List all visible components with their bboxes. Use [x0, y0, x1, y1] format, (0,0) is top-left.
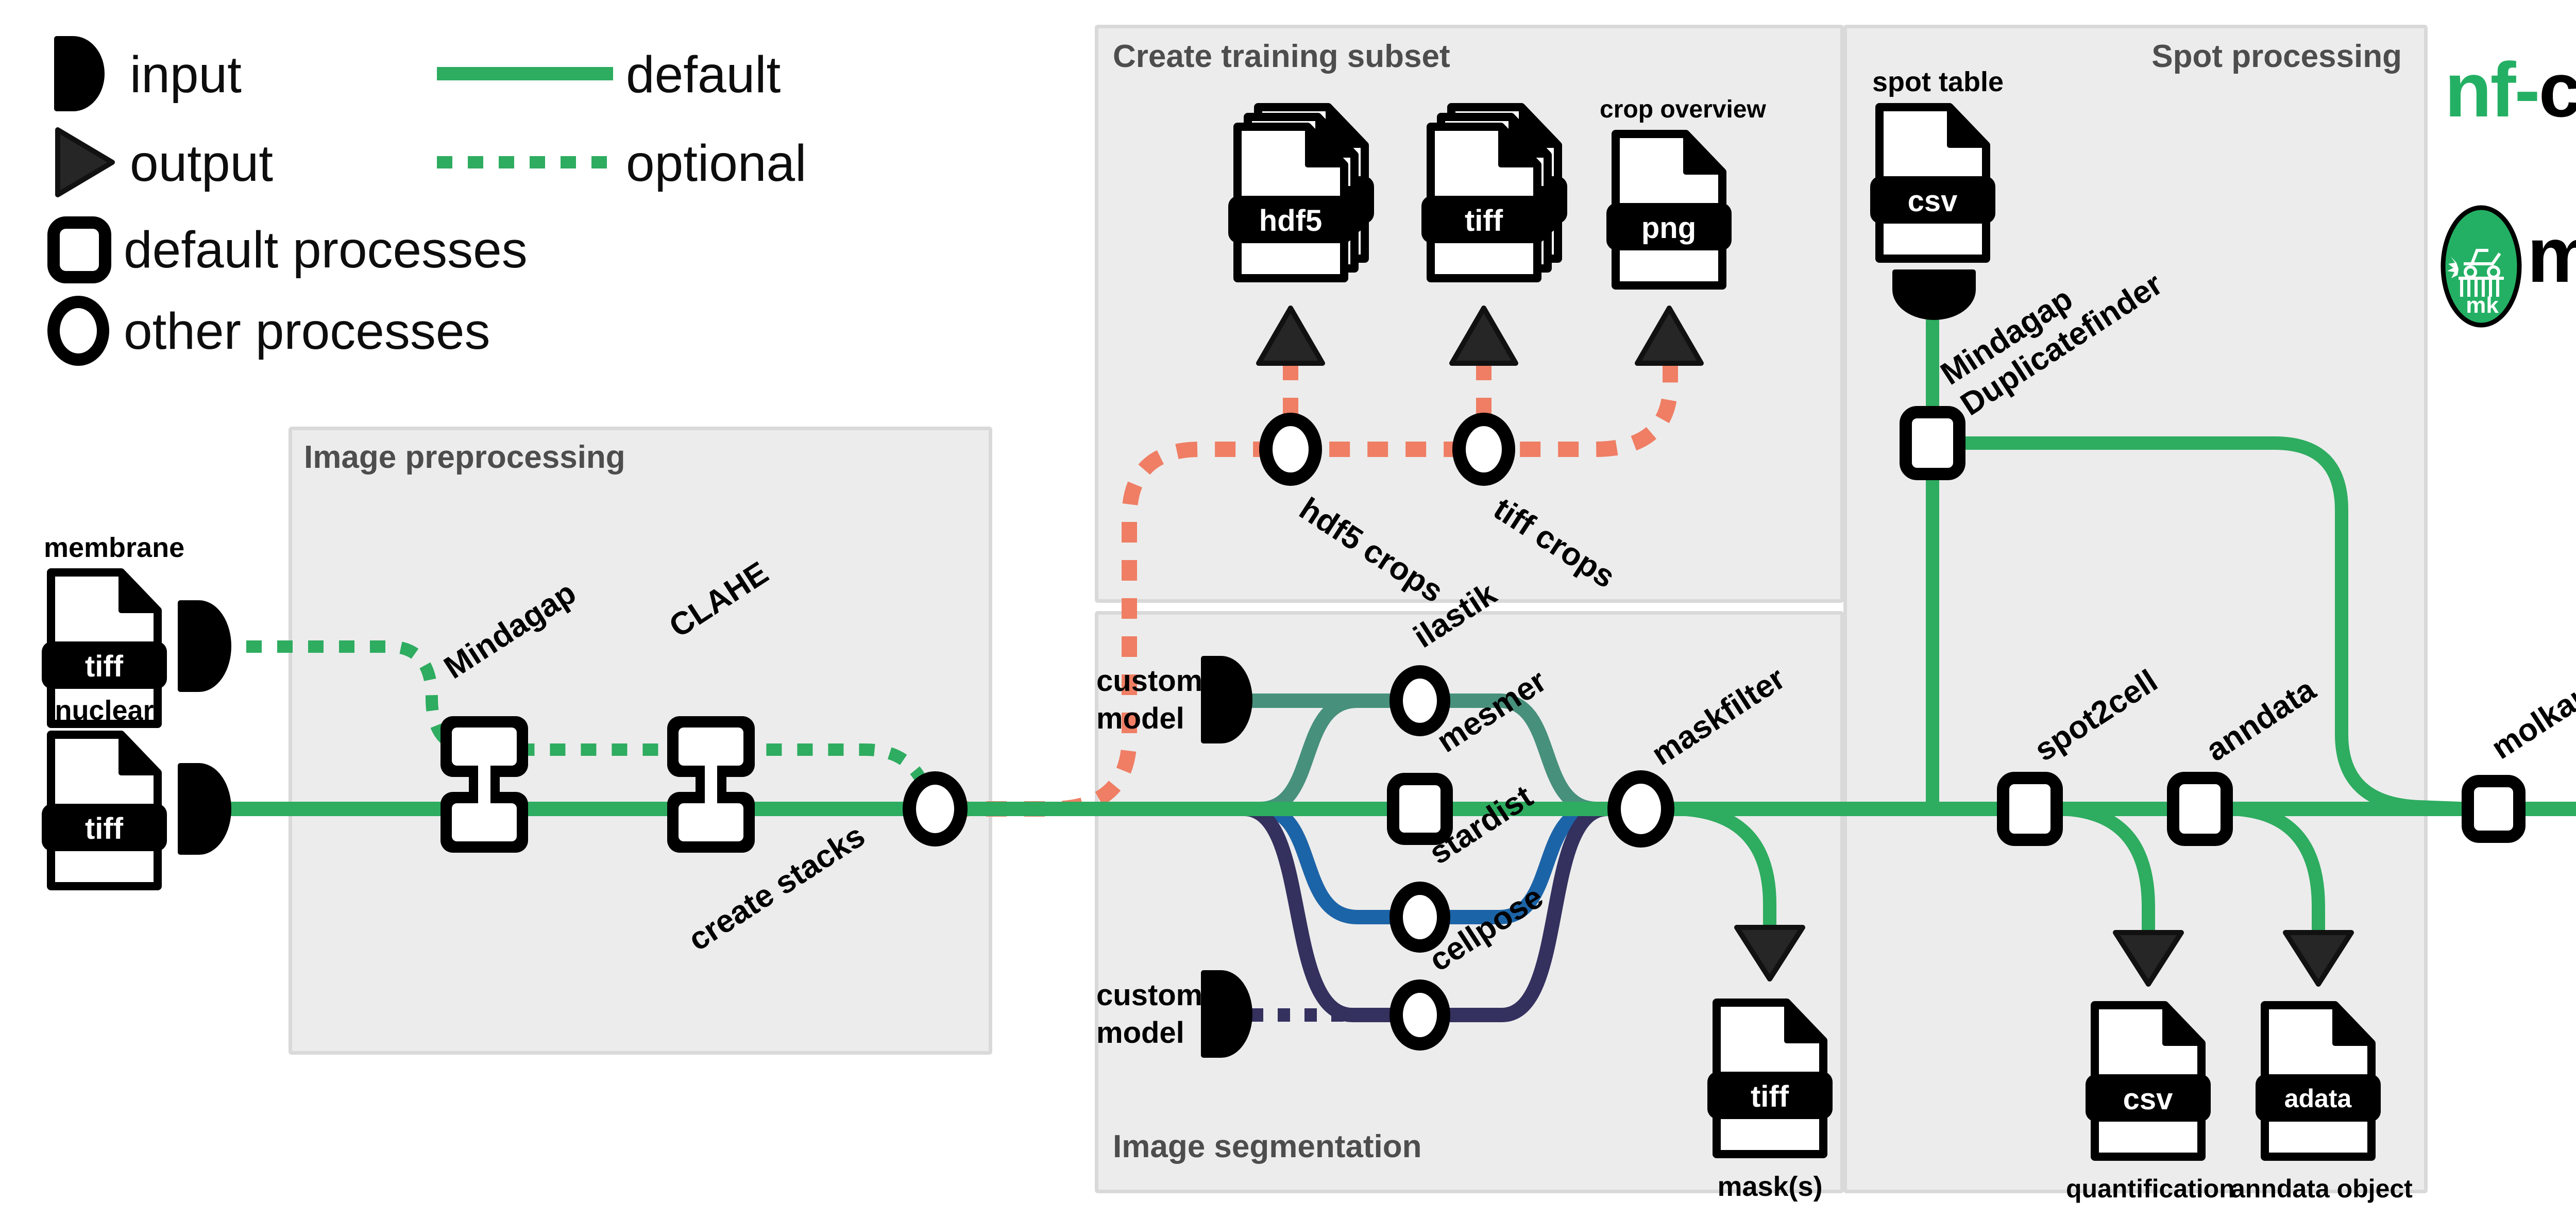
molkartqc-node: [2462, 775, 2526, 843]
membrane-optional-connector: [215, 640, 936, 801]
anndata-output-arrow-icon: [2283, 930, 2354, 987]
create-stacks-node: [903, 771, 968, 847]
quantification-output-arrow-icon: [2113, 930, 2184, 987]
membrane-label: membrane: [44, 532, 185, 563]
anndata-file-icon: adata: [2256, 1001, 2381, 1161]
legend-other-process-icon: [47, 296, 109, 366]
spot2cell-output-connector: [2055, 802, 2155, 931]
spot2cell-node: [1997, 772, 2063, 846]
segmentation-title: Image segmentation: [1113, 1129, 1422, 1164]
molkart-badge-icon: [2441, 205, 2522, 328]
hdf5-crops-node: [1259, 413, 1322, 486]
nuclear-file-icon: tiff: [42, 731, 167, 890]
legend-input-icon: [54, 36, 105, 111]
logo-badge-text: mk: [2466, 293, 2499, 318]
custom-model-top-input-icon: [1201, 656, 1252, 743]
spot-table-label: spot table: [1872, 66, 2004, 97]
mesmer-node: [1387, 773, 1453, 845]
clahe-node: [667, 716, 755, 853]
mask-output-arrow-icon: [1734, 925, 1805, 982]
hdf5-file-label: hdf5: [1259, 204, 1322, 238]
anndata-object-label: anndata object: [2231, 1174, 2413, 1203]
duplicatefinder-node: [1900, 406, 1965, 480]
logo-core: core/: [2538, 46, 2576, 133]
legend-output-label: output: [130, 134, 274, 192]
mask-file-icon: tiff: [1707, 999, 1833, 1158]
stardist-node: [1389, 882, 1450, 953]
anndata-file-label: adata: [2284, 1084, 2352, 1113]
preprocessing-title: Image preprocessing: [304, 439, 625, 475]
membrane-input-icon: [178, 600, 231, 692]
spot-table-file-label: csv: [1908, 184, 1958, 218]
custom-model-top-label: custom model: [1096, 664, 1203, 735]
cellpose-branch-up: [1501, 802, 1608, 1022]
ilastik-node: [1389, 665, 1450, 736]
tiff-crops-file-icon: tiff: [1421, 103, 1567, 282]
logo-nf-prefix: nf-: [2445, 46, 2540, 133]
nuclear-input-icon: [178, 763, 231, 855]
duplicatefinder-right-connector: [1958, 436, 2473, 816]
segmentation-connectors: [1243, 693, 1608, 1022]
preprocessing-box: [289, 427, 992, 1055]
mask-file-label: tiff: [1751, 1080, 1789, 1113]
legend-output-icon: [55, 127, 115, 197]
membrane-file-icon: tiff: [42, 568, 167, 728]
quantification-label: quantification: [2066, 1174, 2235, 1203]
default-connectors: [214, 67, 2576, 931]
nuclear-label: nuclear: [55, 695, 154, 726]
create-stacks-to-crops-connector: [948, 363, 1678, 817]
tiff-crops-node: [1452, 413, 1515, 486]
legend-default-label: default: [626, 46, 781, 104]
custom-model-bottom-label: custom model: [1096, 978, 1203, 1050]
tiff-crops-file-label: tiff: [1465, 204, 1503, 238]
tiff-output-arrow-icon: [1449, 306, 1518, 366]
png-file-label: png: [1641, 211, 1696, 245]
cellpose-branch-down: [1243, 802, 1353, 1022]
spot-table-input-icon: [1892, 269, 1976, 320]
spot-table-file-icon: csv: [1870, 103, 1995, 263]
cellpose-node: [1389, 979, 1450, 1051]
quantification-file-icon: csv: [2086, 1001, 2211, 1161]
legend-other-processes-label: other processes: [124, 302, 490, 360]
png-file-icon: png: [1606, 130, 1732, 290]
anndata-output-connector: [2225, 802, 2325, 931]
maskfilter-node: [1607, 770, 1674, 848]
legend-default-process-icon: [47, 216, 111, 283]
mindagap-node: [440, 716, 528, 853]
logo-nfcore: nf-core/: [2445, 45, 2576, 134]
ilastik-branch-up: [1259, 693, 1358, 816]
logo-molkart: molkart: [2527, 211, 2576, 299]
mask-label: mask(s): [1717, 1171, 1823, 1202]
legend-input-label: input: [130, 46, 242, 104]
hdf5-output-arrow-icon: [1256, 306, 1325, 366]
maskfilter-output-connector: [1671, 802, 1776, 926]
anndata-node: [2167, 772, 2233, 846]
training-title: Create training subset: [1113, 39, 1450, 74]
nuclear-file-label: tiff: [85, 812, 124, 845]
training-connectors: [948, 362, 1678, 817]
legend-default-processes-label: default processes: [124, 221, 528, 279]
legend-optional-label: optional: [626, 134, 807, 192]
custom-model-bottom-input-icon: [1201, 970, 1252, 1058]
quantification-file-label: csv: [2123, 1082, 2173, 1116]
spot-title: Spot processing: [2151, 39, 2402, 74]
membrane-file-label: tiff: [85, 650, 124, 683]
crop-overview-label: crop overview: [1600, 96, 1766, 123]
png-output-arrow-icon: [1635, 306, 1704, 366]
hdf5-file-icon: hdf5: [1228, 103, 1374, 282]
